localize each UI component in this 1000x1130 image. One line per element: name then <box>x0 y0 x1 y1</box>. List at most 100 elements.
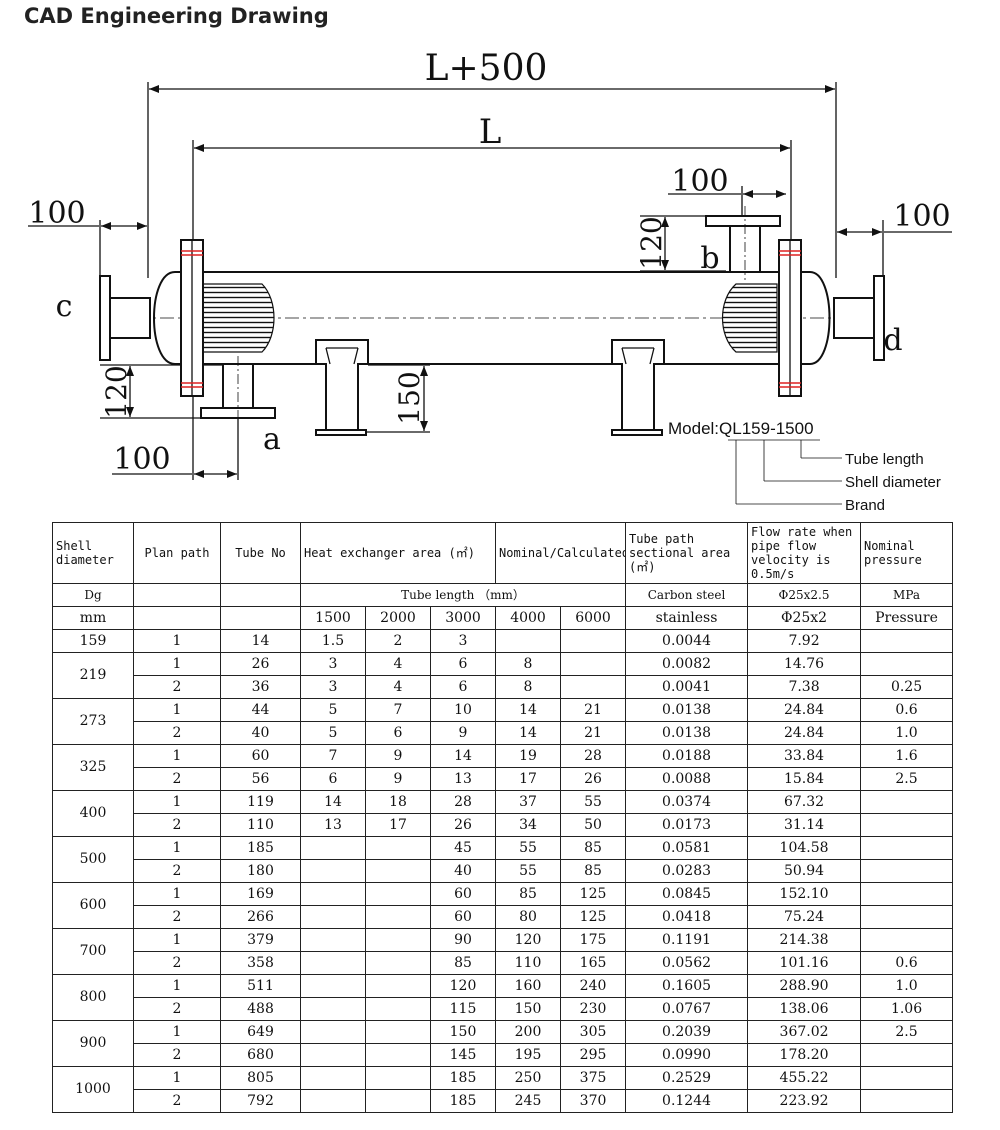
cell-area: 55 <box>495 859 562 883</box>
cell-plan-path: 2 <box>133 675 221 699</box>
cell-flow-rate: 15.84 <box>747 767 862 791</box>
cell-section-area: 0.0082 <box>625 652 749 676</box>
cell-plan-path: 1 <box>133 928 221 952</box>
cell-flow-rate: 7.38 <box>747 675 862 699</box>
cell-section-area: 0.0138 <box>625 721 749 745</box>
nozzle-b <box>705 206 781 280</box>
length-6000: 6000 <box>560 606 627 630</box>
cell-pressure <box>860 1066 954 1090</box>
cell-section-area: 0.1191 <box>625 928 749 952</box>
cell-area: 295 <box>560 1043 627 1067</box>
cell-shell-diameter: 400 <box>52 790 134 837</box>
cell-plan-path: 1 <box>133 882 221 906</box>
header-row: Shell diameter Plan path Tube No Heat ex… <box>52 522 954 584</box>
cell-area: 6 <box>300 767 366 791</box>
cell-section-area: 0.1605 <box>625 974 749 998</box>
heat-exchanger-drawing: L+500 L 100 100 100 120 12 <box>28 48 952 514</box>
nozzle-a <box>200 356 276 432</box>
cell-pressure: 0.6 <box>860 698 954 722</box>
cell-flow-rate: 178.20 <box>747 1043 862 1067</box>
cell-area: 370 <box>560 1089 627 1113</box>
cell-area: 85 <box>560 836 627 860</box>
cell-area: 9 <box>429 721 497 745</box>
port-label-b: b <box>700 241 719 276</box>
cell-area: 55 <box>495 836 562 860</box>
cell-flow-rate: 7.92 <box>747 629 862 653</box>
cell-tube-no: 26 <box>220 652 301 676</box>
cell-area <box>300 1066 366 1090</box>
cell-area <box>365 951 431 975</box>
cell-area: 14 <box>429 744 497 768</box>
cell-tube-no: 169 <box>220 882 301 906</box>
cell-tube-no: 36 <box>220 675 301 699</box>
dim-150: 150 <box>362 364 430 433</box>
support-right <box>611 339 665 436</box>
cell-area <box>300 951 366 975</box>
cell-area <box>365 928 431 952</box>
model-label: Model:QL159-1500 <box>668 419 814 438</box>
length-3000: 3000 <box>429 606 497 630</box>
cell-tube-no: 358 <box>220 951 301 975</box>
nozzle-c <box>99 275 151 361</box>
cell-area <box>365 859 431 883</box>
cell-area: 9 <box>365 767 431 791</box>
cell-area: 185 <box>429 1089 497 1113</box>
cell-tube-no: 119 <box>220 790 301 814</box>
cell-pressure <box>860 813 954 837</box>
cell-area: 55 <box>560 790 627 814</box>
cell-area: 60 <box>429 905 497 929</box>
cell-area <box>560 652 627 676</box>
cell-tube-no: 511 <box>220 974 301 998</box>
cell-area <box>365 997 431 1021</box>
cell-tube-no: 180 <box>220 859 301 883</box>
cell-flow-rate: 33.84 <box>747 744 862 768</box>
cell-area <box>560 629 627 653</box>
support-left <box>315 339 369 436</box>
cell-area <box>300 1043 366 1067</box>
header-nominal: Nominal/Calculated <box>495 522 627 584</box>
cell-area: 8 <box>495 652 562 676</box>
header-tube-no: Tube No <box>220 522 301 584</box>
cell-area: 34 <box>495 813 562 837</box>
cell-section-area: 0.0581 <box>625 836 749 860</box>
cell-pressure <box>860 790 954 814</box>
cell-shell-diameter: 800 <box>52 974 134 1021</box>
cell-area: 115 <box>429 997 497 1021</box>
cell-section-area: 0.0173 <box>625 813 749 837</box>
cell-shell-diameter: 1000 <box>52 1066 134 1113</box>
cell-area: 8 <box>495 675 562 699</box>
units-phi-25x2: Φ25x2 <box>747 606 862 630</box>
cell-plan-path: 1 <box>133 698 221 722</box>
cell-area: 37 <box>495 790 562 814</box>
cell-area: 50 <box>560 813 627 837</box>
cell-area: 230 <box>560 997 627 1021</box>
flange-right <box>778 239 802 397</box>
cell-area <box>560 675 627 699</box>
cell-shell-diameter: 273 <box>52 698 134 745</box>
cell-plan-path: 1 <box>133 652 221 676</box>
cell-area: 19 <box>495 744 562 768</box>
cell-pressure <box>860 859 954 883</box>
cell-tube-no: 110 <box>220 813 301 837</box>
cell-area: 150 <box>495 997 562 1021</box>
cell-area: 10 <box>429 698 497 722</box>
cell-area <box>365 974 431 998</box>
cell-area <box>365 836 431 860</box>
cell-area: 175 <box>560 928 627 952</box>
cell-tube-no: 56 <box>220 767 301 791</box>
cell-area <box>300 974 366 998</box>
cell-shell-diameter: 325 <box>52 744 134 791</box>
cell-area: 5 <box>300 721 366 745</box>
cell-tube-no: 805 <box>220 1066 301 1090</box>
cell-area: 21 <box>560 721 627 745</box>
